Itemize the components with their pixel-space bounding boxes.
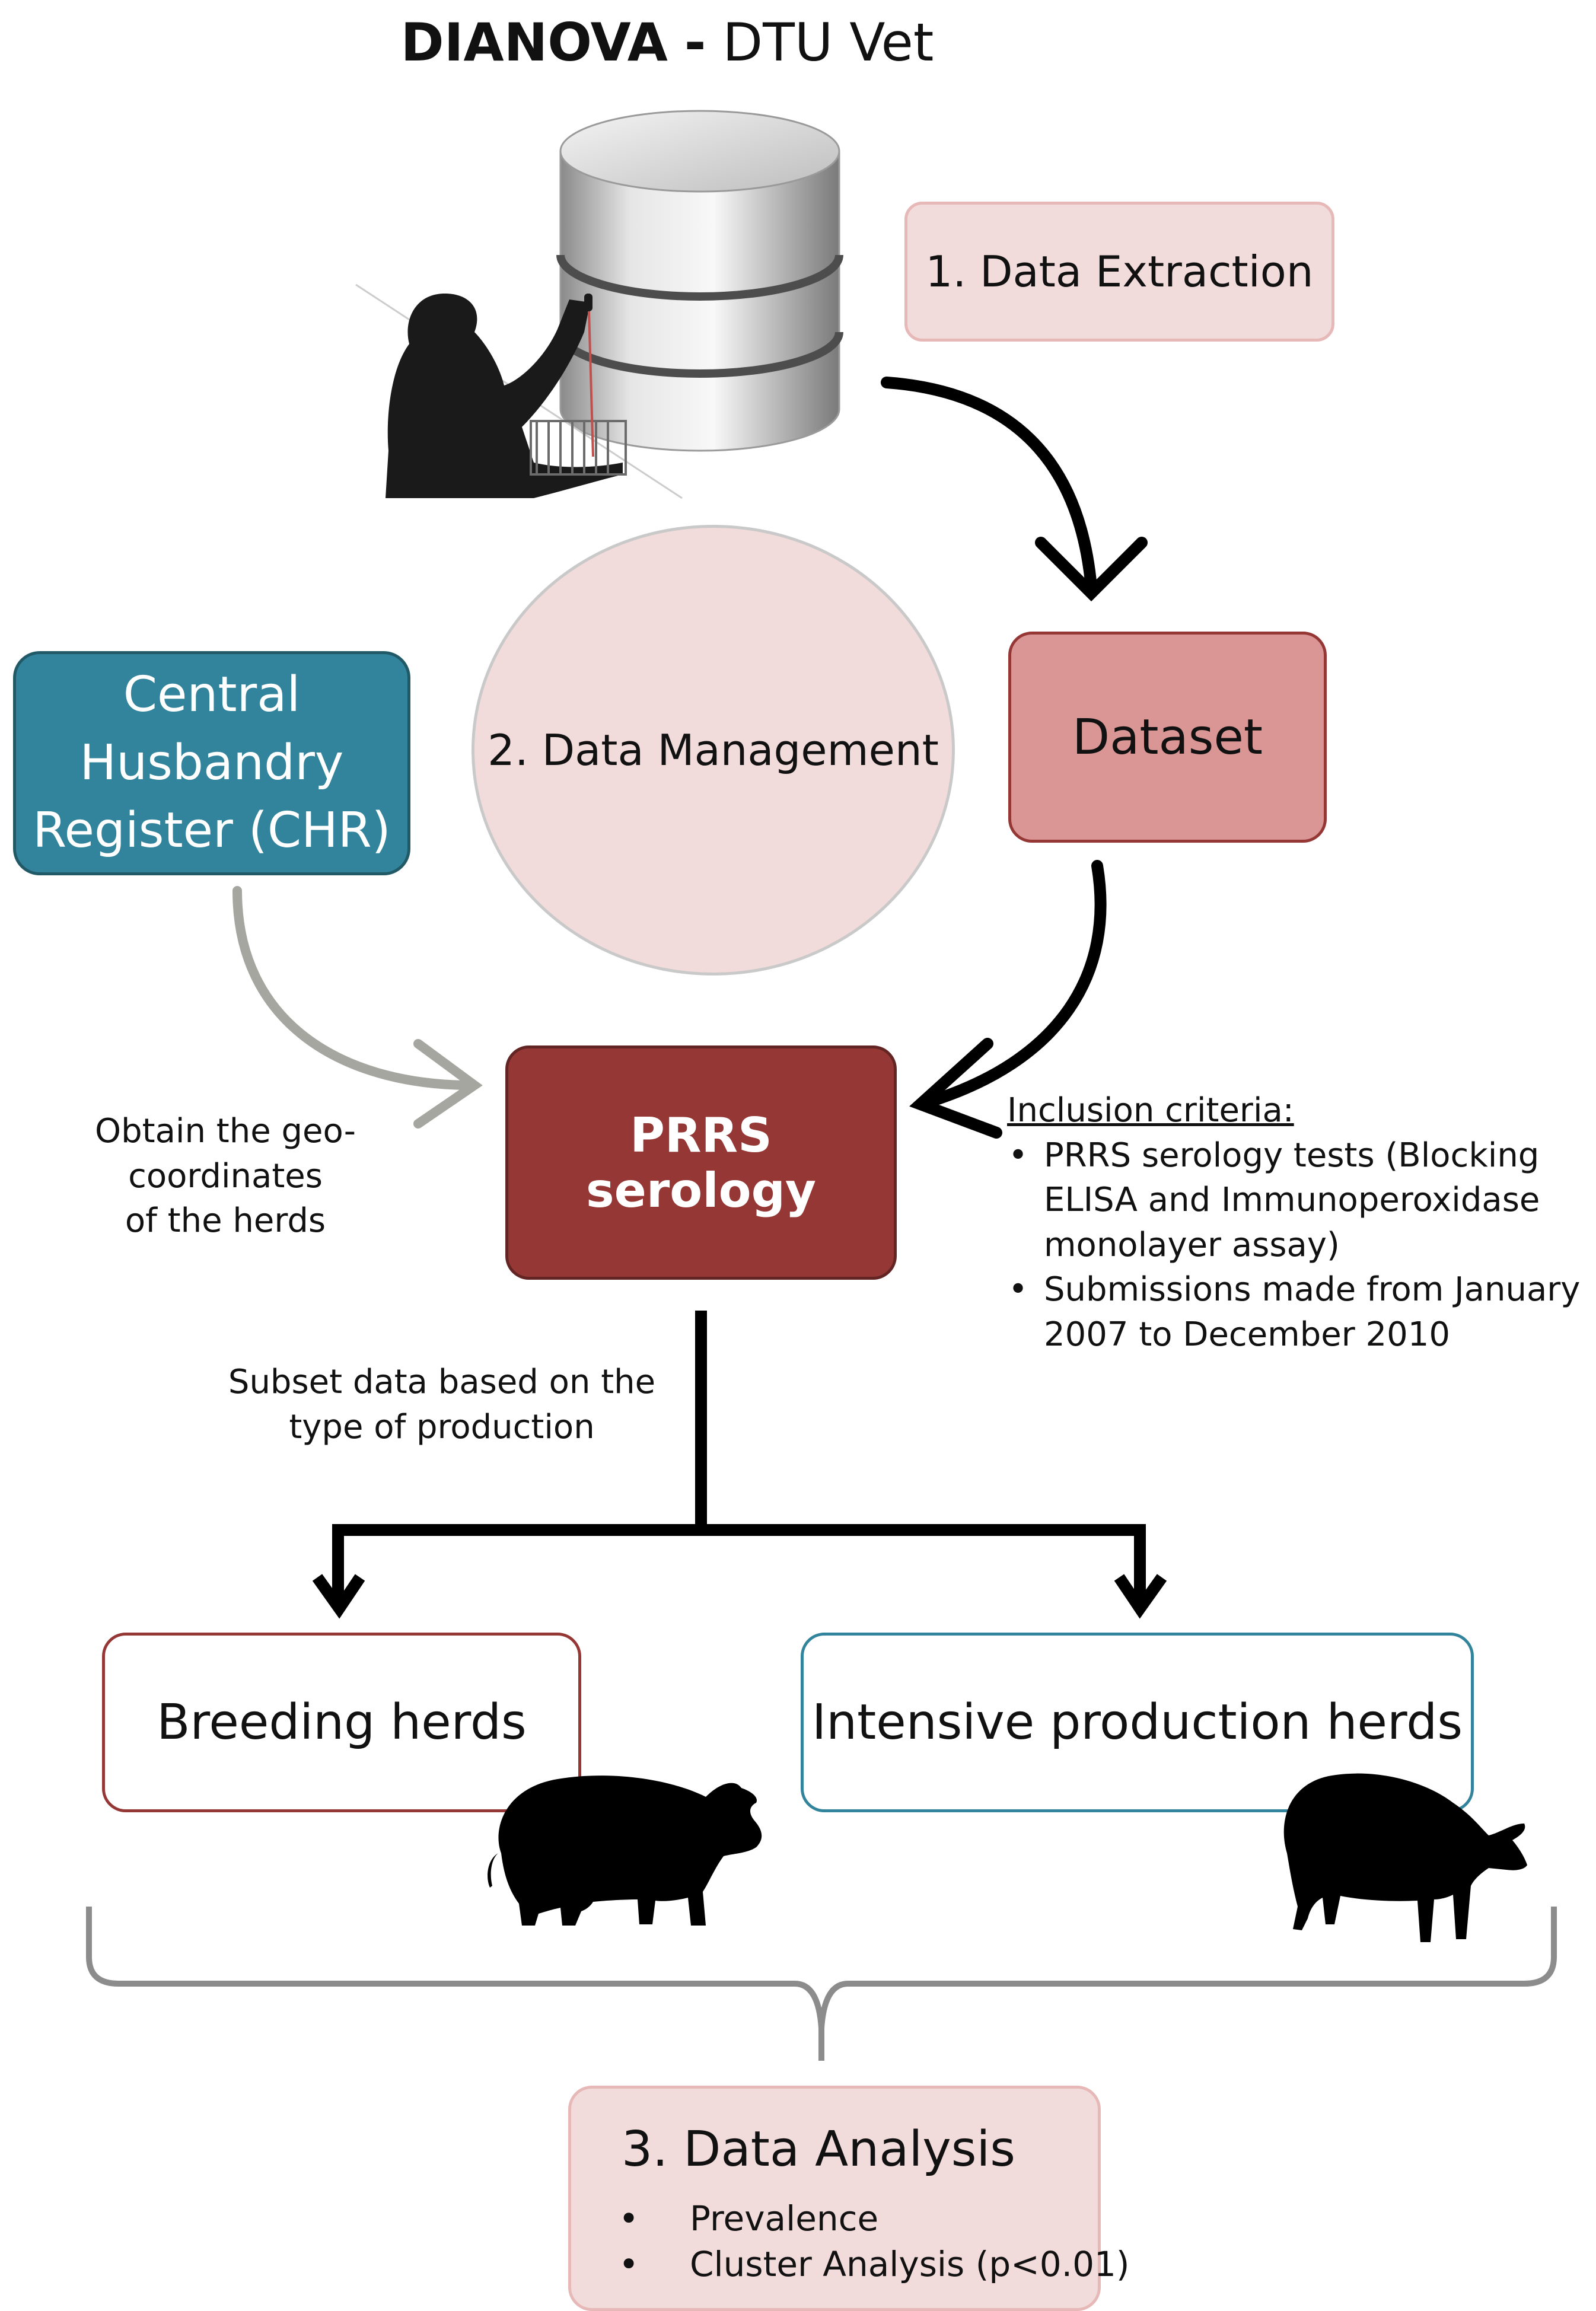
chr-label-line: Husbandry: [79, 734, 344, 791]
analysis-item: • Cluster Analysis (p<0.01): [619, 2244, 1130, 2284]
subset-note: Subset data based on the type of product…: [225, 1360, 658, 1449]
chr-label-line: Register (CHR): [33, 802, 391, 859]
analysis-item-label: Cluster Analysis (p<0.01): [690, 2244, 1130, 2284]
geo-note-line: of the herds: [125, 1201, 326, 1241]
bullet: •: [619, 2244, 639, 2284]
step-data-analysis: 3. Data Analysis • Prevalence • Cluster An…: [568, 2086, 1130, 2311]
step-data-management-label: 2. Data Management: [488, 725, 939, 775]
chr-node: Central Husbandry Register (CHR): [13, 651, 410, 875]
inclusion-criteria-item: PRRS serology tests (Blocking ELISA and …: [1007, 1133, 1594, 1268]
chr-label-line: Central: [123, 666, 301, 723]
database-cylinder-icon: [556, 110, 843, 452]
subset-note-line: type of production: [289, 1407, 595, 1446]
analysis-item-label: Prevalence: [690, 2198, 879, 2239]
bullet: •: [619, 2198, 639, 2239]
geo-note-line: Obtain the geo-coordinates: [95, 1112, 356, 1196]
step-data-management: 2. Data Management: [472, 525, 955, 976]
step-data-analysis-title: 3. Data Analysis: [622, 2121, 1016, 2178]
analysis-item: • Prevalence: [619, 2198, 878, 2239]
breeding-herds-label: Breeding herds: [157, 1694, 527, 1751]
arrow-extraction-to-dataset: [881, 377, 1148, 602]
arrow-dataset-to-prrs: [909, 860, 1107, 1139]
prrs-serology-node: PRRS serology: [505, 1045, 897, 1280]
dataset-label: Dataset: [1072, 709, 1263, 766]
inclusion-criteria: Inclusion criteria: PRRS serology tests …: [1007, 1088, 1594, 1357]
inclusion-criteria-title: Inclusion criteria:: [1007, 1091, 1294, 1130]
pig-silhouette-icon: [1283, 1773, 1527, 1942]
sow-silhouette-icon: [488, 1776, 762, 1926]
geo-coordinates-note: Obtain the geo-coordinates of the herds: [0, 1109, 451, 1244]
page-title: DIANOVA - DTU Vet: [0, 12, 1334, 73]
dataset-node: Dataset: [1008, 632, 1327, 843]
arrow-split-production: [312, 1311, 1167, 1619]
prrs-serology-label: PRRS serology: [585, 1107, 817, 1218]
step-data-extraction-label: 1. Data Extraction: [925, 247, 1314, 297]
step-data-extraction: 1. Data Extraction: [904, 202, 1334, 342]
title-brand: DIANOVA: [400, 12, 668, 73]
scientist-silhouette-icon: [355, 283, 683, 499]
title-institute: DTU Vet: [722, 12, 934, 73]
breeding-herds-node: Breeding herds: [102, 1633, 581, 1812]
arrow-chr-to-prrs: [232, 886, 483, 1129]
title-separator: -: [684, 12, 706, 73]
intensive-herds-label: Intensive production herds: [811, 1694, 1463, 1751]
subset-note-line: Subset data based on the: [228, 1363, 656, 1401]
inclusion-criteria-item: Submissions made from January 2007 to De…: [1007, 1267, 1594, 1357]
curly-brace: [86, 1907, 1557, 2061]
inclusion-criteria-list: PRRS serology tests (Blocking ELISA and …: [1007, 1133, 1594, 1357]
